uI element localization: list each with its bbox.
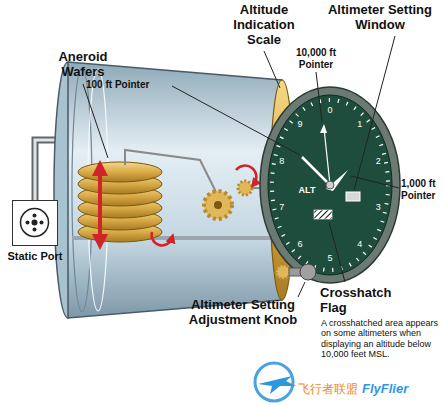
expansion-arrow: [98, 168, 102, 242]
pointer-label: 1,000 ft Pointer: [401, 178, 441, 201]
dial-number: 7: [276, 203, 288, 212]
port-hole: [40, 221, 44, 225]
dial-number: 2: [372, 157, 384, 166]
pointer-100ft: [302, 157, 330, 185]
dial-ticks: [272, 100, 388, 270]
pointer-label: 100 ft Pointer: [86, 79, 170, 91]
dial-text: ALT: [296, 186, 318, 195]
static-port-symbol: [13, 201, 56, 244]
leader-line: [354, 36, 395, 190]
crosshatch-flag: [314, 210, 332, 219]
aneroid-wafer: [78, 162, 162, 182]
part-label: Altimeter Setting Adjustment Knob: [168, 298, 318, 328]
leader-line: [329, 222, 345, 282]
note-text: A crosshatched area appears on some alti…: [321, 318, 439, 359]
dial-number: 6: [294, 240, 306, 249]
dial-number: 9: [294, 120, 306, 129]
pointer-10000ft-tip: [320, 124, 327, 133]
dial-number: 0: [324, 106, 336, 115]
port-plate: [21, 209, 49, 237]
leader-line: [172, 86, 300, 155]
port-hole: [33, 214, 37, 218]
static-port-box: [12, 200, 58, 246]
leader-line: [351, 176, 399, 188]
pointer-hub: [326, 181, 334, 189]
pinion-gear: [238, 181, 252, 195]
watermark: 飞行者联盟: [298, 383, 362, 397]
port-label: Static Port: [8, 250, 63, 263]
pointer-1000ft: [326, 170, 348, 191]
leader-line: [264, 51, 280, 88]
dial-number: 4: [354, 240, 366, 249]
part-label: Altitude Indication Scale: [222, 3, 306, 48]
dial-number: 1: [354, 120, 366, 129]
dial-number: 8: [276, 157, 288, 166]
pointer-10000ft: [324, 128, 330, 185]
part-label: Altimeter Setting Window: [320, 3, 440, 33]
part-label: Crosshatch Flag: [320, 286, 400, 316]
part-label: Aneroid Wafers: [40, 50, 126, 80]
pointer-label: 10,000 ft Pointer: [289, 47, 343, 70]
port-hole: [33, 228, 37, 232]
case-body: [68, 62, 282, 318]
leader-line: [83, 84, 108, 158]
setting-window: [346, 192, 360, 201]
port-hole: [26, 221, 30, 225]
knob-gear: [276, 265, 290, 279]
dial-bezel: [260, 87, 400, 283]
dial-number: 3: [372, 203, 384, 212]
rotation-arrow: [236, 166, 256, 184]
leader-line: [316, 72, 322, 122]
setting-knob: [300, 264, 316, 280]
static-port: Static Port: [12, 200, 58, 246]
dial-number: 5: [324, 254, 336, 263]
watermark: FlyFlier: [362, 382, 434, 397]
port-hole: [32, 220, 38, 226]
leader-line: [298, 282, 305, 297]
watermark-plane: [258, 376, 296, 394]
gear-hub: [214, 201, 222, 209]
dial-face: [268, 95, 392, 275]
sector-gear: [204, 191, 232, 219]
rotation-arrow: [152, 232, 172, 245]
linkage-arm: [125, 150, 216, 192]
